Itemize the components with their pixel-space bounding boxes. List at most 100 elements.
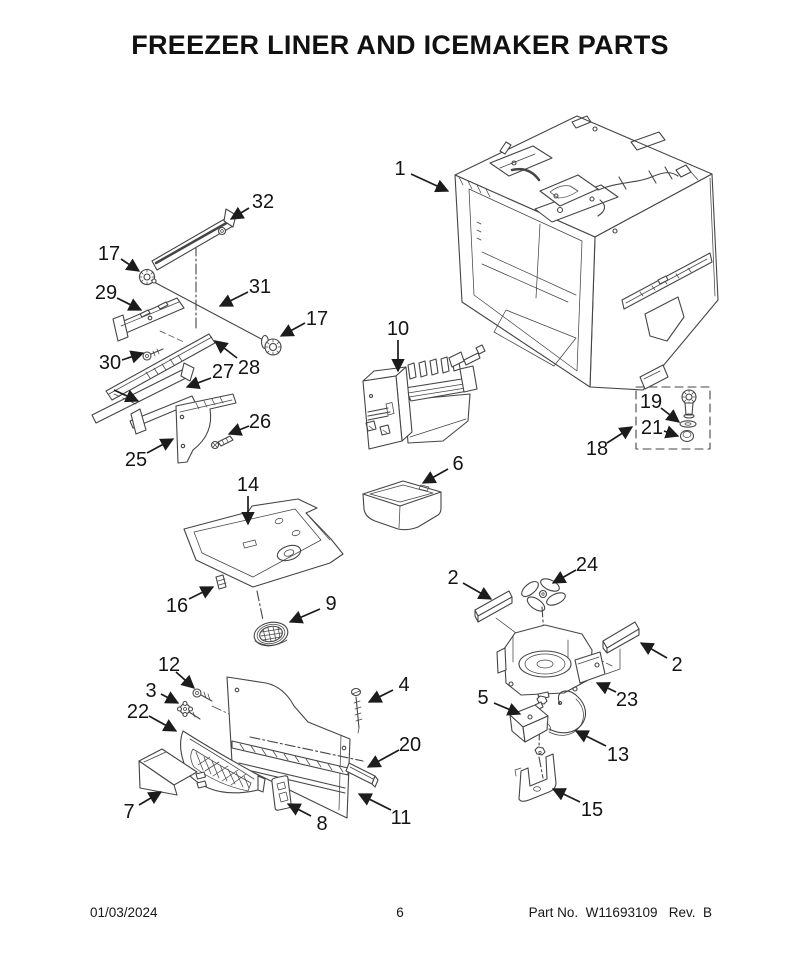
callout-7-22: 7 <box>123 791 163 823</box>
callout-number: 27 <box>212 361 234 383</box>
footer-date: 01/03/2024 <box>90 905 158 920</box>
callout-19-13: 19 <box>640 391 681 423</box>
callout-2-29: 2 <box>639 642 683 676</box>
callout-arrow <box>227 423 250 436</box>
callout-number: 2 <box>671 654 682 676</box>
callout-1-0: 1 <box>394 158 450 193</box>
part-valve-kit <box>635 386 711 450</box>
callout-number: 23 <box>616 689 638 711</box>
callout-17-5: 17 <box>279 308 328 337</box>
callout-arrow <box>366 749 400 768</box>
part-motor-5 <box>509 695 551 743</box>
callout-number: 7 <box>123 801 134 823</box>
part-bracket-29 <box>112 297 185 342</box>
callout-arrow <box>595 682 617 695</box>
callout-21-14: 21 <box>641 417 680 439</box>
callout-number: 25 <box>125 449 147 471</box>
part-duct-7 <box>138 748 208 796</box>
part-fastener-3 <box>176 700 201 720</box>
part-harness-13 <box>548 690 587 736</box>
callout-number: 22 <box>127 701 149 723</box>
callout-arrow <box>357 793 392 811</box>
callout-26-10: 26 <box>227 411 271 436</box>
part-screw-26 <box>210 435 234 450</box>
callout-number: 17 <box>98 243 120 265</box>
callout-number: 29 <box>95 282 117 304</box>
callout-number: 14 <box>237 474 259 496</box>
part-freezer-liner <box>454 115 719 391</box>
part-rail-20 <box>345 762 379 788</box>
callout-4-24: 4 <box>367 674 410 703</box>
callout-11-26: 11 <box>357 793 412 829</box>
callout-29-3: 29 <box>95 282 143 311</box>
callout-number: 17 <box>306 308 328 330</box>
callout-number: 5 <box>477 687 488 709</box>
part-shroud-23 <box>496 624 606 700</box>
callout-number: 16 <box>166 595 188 617</box>
callout-arrow <box>551 788 581 803</box>
callout-16-17: 16 <box>166 586 215 617</box>
callout-25-9: 25 <box>125 438 175 471</box>
page-footer: 01/03/2024 6 Part No. W11693109 Rev. B <box>0 905 800 925</box>
callout-number: 2 <box>447 567 458 589</box>
part-fan-blade-24 <box>521 578 566 612</box>
callout-31-4: 31 <box>218 276 271 307</box>
callout-12-19: 12 <box>158 654 196 689</box>
callout-arrow <box>185 376 212 390</box>
callout-arrow <box>462 582 493 600</box>
callout-number: 9 <box>325 593 336 615</box>
page-title: FREEZER LINER AND ICEMAKER PARTS <box>131 30 669 60</box>
callout-arrow <box>639 642 668 659</box>
callout-arrow <box>660 407 681 423</box>
callout-number: 26 <box>249 411 271 433</box>
callout-number: 13 <box>607 744 629 766</box>
callout-arrow <box>160 691 180 704</box>
callout-10-11: 10 <box>387 318 409 373</box>
part-roller-17-right <box>260 334 282 356</box>
callout-number: 31 <box>249 276 271 298</box>
part-fan-assembly <box>474 578 640 802</box>
callout-arrow <box>175 671 196 689</box>
part-panel-11 <box>226 676 364 819</box>
callout-27-8: 27 <box>185 361 234 390</box>
callout-number: 11 <box>391 807 412 829</box>
part-bracket-25 <box>175 393 237 464</box>
part-screw-30 <box>142 348 164 361</box>
callout-number: 20 <box>399 734 421 756</box>
callout-32-1: 32 <box>229 191 274 220</box>
callout-arrow <box>146 438 175 454</box>
callout-6-12: 6 <box>421 453 464 484</box>
callout-arrow <box>286 803 312 817</box>
callout-22-21: 22 <box>127 701 178 732</box>
callout-arrow <box>279 322 306 337</box>
callout-30-6: 30 <box>99 350 145 374</box>
part-rail-28 <box>105 333 216 401</box>
callout-13-32: 13 <box>574 730 629 766</box>
callout-17-2: 17 <box>98 243 141 272</box>
callout-arrow <box>121 350 145 364</box>
callout-28-7: 28 <box>213 340 260 379</box>
callout-number: 6 <box>452 453 463 475</box>
part-drip-tray <box>183 498 344 647</box>
callout-number: 19 <box>640 391 662 413</box>
callout-2-27: 2 <box>447 567 493 600</box>
callout-number: 28 <box>238 357 260 379</box>
callout-number: 1 <box>394 158 405 180</box>
callout-number: 32 <box>252 191 274 213</box>
callout-number: 3 <box>145 680 156 702</box>
part-cover-group <box>138 676 379 819</box>
callout-18-15: 18 <box>586 426 634 460</box>
part-clip-16 <box>215 574 227 590</box>
part-grommet-9 <box>253 621 289 647</box>
part-screw-12 <box>192 688 213 702</box>
footer-page-number: 6 <box>396 905 404 920</box>
callout-number: 21 <box>641 417 663 439</box>
callout-arrow <box>367 689 394 703</box>
part-bracket-15 <box>514 753 557 802</box>
callout-arrow <box>288 608 321 624</box>
callout-number: 24 <box>576 554 598 576</box>
part-rail-32 <box>151 208 237 271</box>
